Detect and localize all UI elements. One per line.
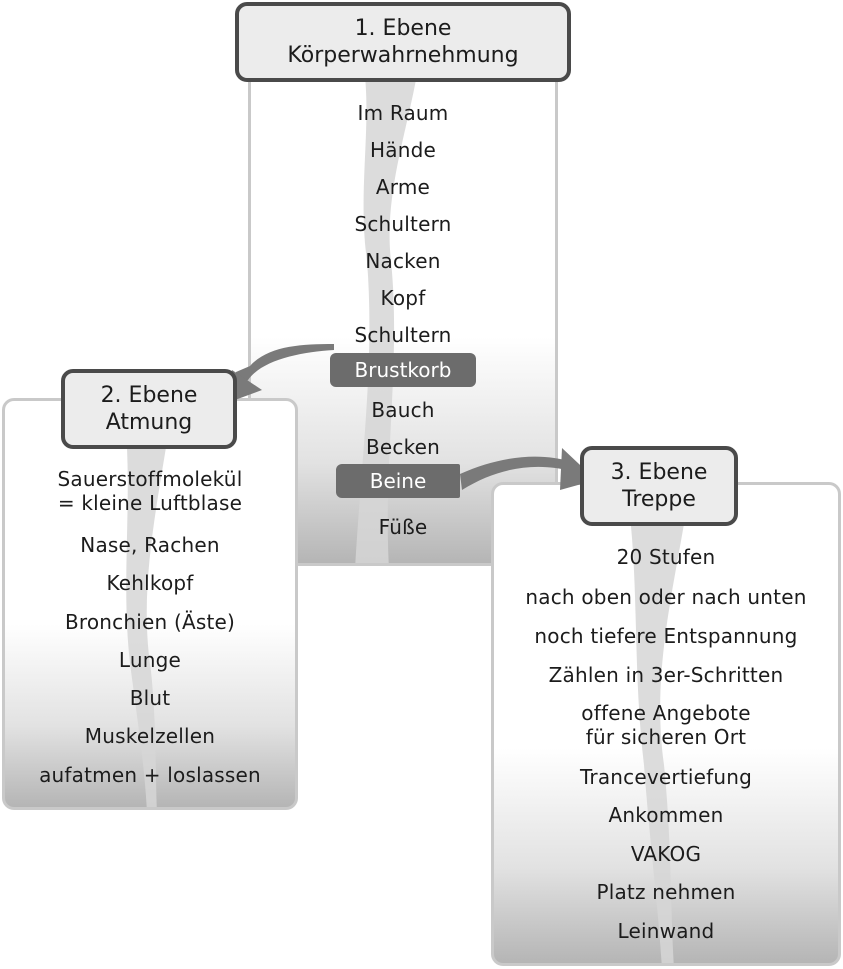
level1-title-line1: 1. Ebene — [354, 16, 452, 41]
level3-item-oben-unten: nach oben oder nach unten — [525, 585, 807, 609]
level2-stream-shape — [123, 401, 173, 807]
level1-item-brustkorb: Brustkorb — [330, 353, 476, 387]
level3-panel: 20 Stufen nach oben oder nach unten noch… — [491, 482, 841, 966]
level2-item-sauerstoff: Sauerstoffmolekül = kleine Luftblase — [5, 467, 295, 515]
level3-item-tiefere-entspannung: noch tiefere Entspannung — [534, 624, 798, 648]
level3-title-line2: Treppe — [622, 487, 696, 512]
level2-item-sauerstoff-line1: Sauerstoffmolekül — [57, 467, 243, 491]
level3-item-offene-angebote-line2: für sicheren Ort — [585, 725, 747, 749]
level1-item-beine: Beine — [336, 464, 460, 498]
level2-item-sauerstoff-line2: = kleine Luftblase — [57, 491, 243, 515]
level3-item-20-stufen: 20 Stufen — [616, 545, 716, 569]
level3-title-line1: 3. Ebene — [610, 460, 708, 485]
level1-title-line2: Körperwahrnehmung — [287, 43, 519, 68]
level1-item-nacken: Nacken — [365, 249, 441, 273]
level2-item-aufatmen: aufatmen + loslassen — [39, 763, 261, 787]
level1-stream-shape — [355, 61, 419, 563]
level3-item-offene-angebote: offene Angebote für sicheren Ort — [494, 701, 838, 749]
level1-item-schultern-2: Schultern — [354, 323, 452, 347]
level2-item-lunge: Lunge — [118, 648, 182, 672]
level1-item-fuesse: Füße — [378, 515, 428, 539]
level2-item-bronchien: Bronchien (Äste) — [64, 610, 236, 634]
level1-item-schultern: Schultern — [354, 212, 452, 236]
level2-title-box: 2. Ebene Atmung — [61, 369, 237, 449]
level1-item-im-raum: Im Raum — [357, 101, 449, 125]
level1-item-becken: Becken — [365, 435, 441, 459]
level3-item-zaehlen: Zählen in 3er-Schritten — [548, 663, 784, 687]
level2-list: Sauerstoffmolekül = kleine Luftblase Nas… — [5, 401, 295, 807]
level3-item-ankommen: Ankommen — [608, 803, 724, 827]
level1-item-bauch: Bauch — [371, 398, 435, 422]
level3-item-vakog: VAKOG — [630, 842, 702, 866]
level1-item-haende: Hände — [370, 138, 436, 162]
level3-item-platz-nehmen: Platz nehmen — [596, 880, 736, 904]
level3-item-trancevertiefung: Trancevertiefung — [579, 765, 753, 789]
level1-title-box: 1. Ebene Körperwahrnehmung — [235, 2, 571, 82]
level1-list: Im Raum Hände Arme Schultern Nacken Kopf… — [251, 61, 555, 563]
level3-list: 20 Stufen nach oben oder nach unten noch… — [494, 485, 838, 963]
level2-item-muskelzellen: Muskelzellen — [84, 724, 216, 748]
level1-item-arme: Arme — [375, 175, 431, 199]
level2-item-kehlkopf: Kehlkopf — [106, 571, 194, 595]
level2-title-line1: 2. Ebene — [100, 383, 198, 408]
level2-item-nase: Nase, Rachen — [80, 533, 220, 557]
level3-item-offene-angebote-line1: offene Angebote — [581, 701, 751, 725]
level2-item-blut: Blut — [129, 686, 171, 710]
level2-title-line2: Atmung — [105, 410, 193, 435]
level3-item-leinwand: Leinwand — [617, 919, 715, 943]
level3-stream-shape — [626, 485, 690, 963]
level1-item-kopf: Kopf — [380, 286, 426, 310]
level2-panel: Sauerstoffmolekül = kleine Luftblase Nas… — [2, 398, 298, 810]
level3-title-box: 3. Ebene Treppe — [580, 446, 738, 526]
